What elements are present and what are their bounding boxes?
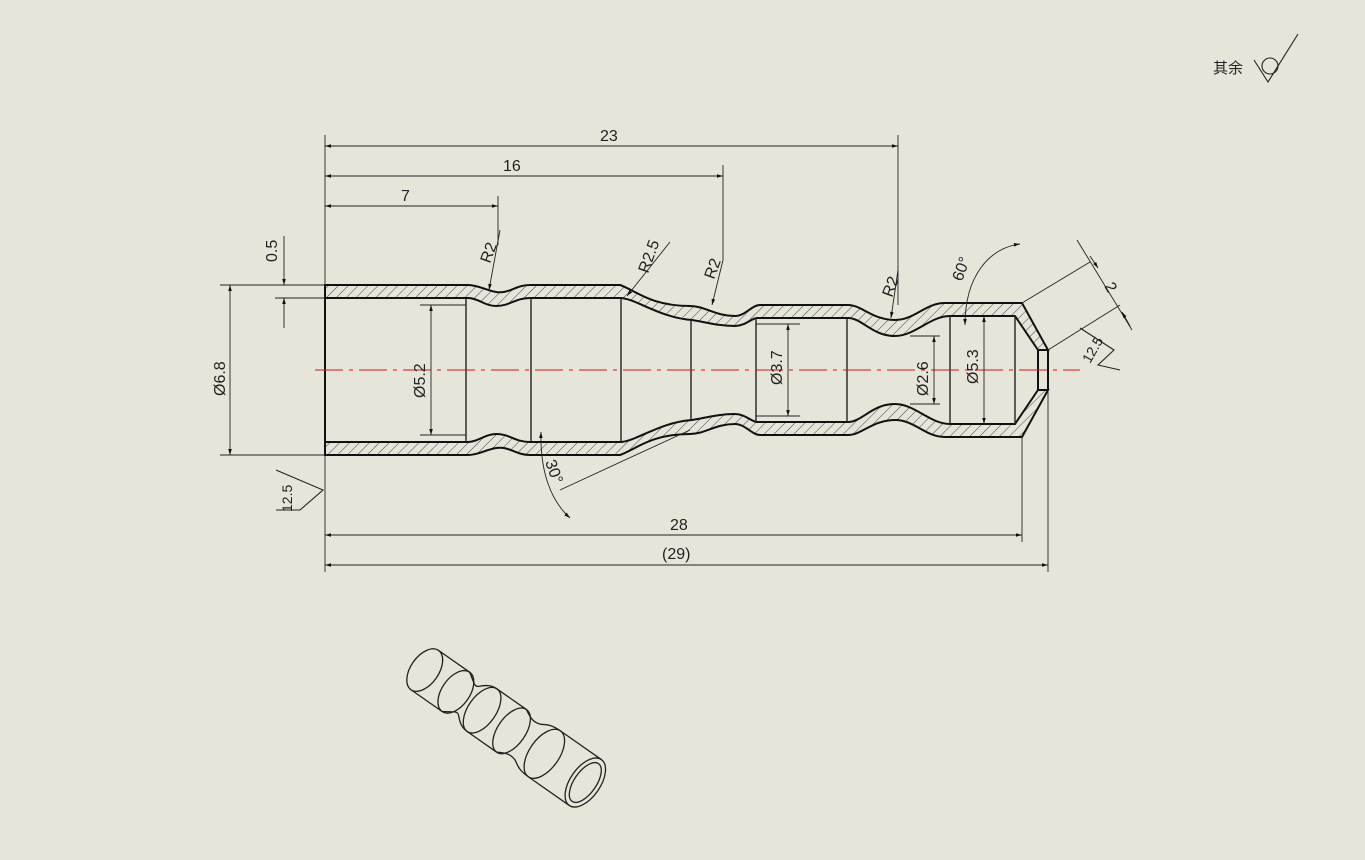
dimension-28-label: 28 — [670, 517, 688, 534]
radius-r2-first-label: R2 — [478, 240, 501, 265]
radius-r2-5-label: R2.5 — [636, 238, 664, 276]
angle-30-label: 30° — [541, 458, 565, 487]
radius-r2-third: R2 — [702, 256, 725, 306]
dimension-7: 7 — [325, 188, 499, 245]
dimension-wall-label: 0.5 — [264, 240, 281, 262]
isometric-view — [406, 648, 607, 808]
surface-finish-note: 其余 — [1213, 33, 1299, 84]
radius-r2-fourth: R2 — [880, 269, 903, 319]
dimension-id-large: Ø5.2 — [412, 304, 466, 436]
dimension-od: Ø6.8 — [212, 284, 325, 456]
dimension-7-label: 7 — [401, 188, 410, 205]
dimension-id-neck-label: Ø2.6 — [915, 361, 932, 396]
dimension-29: (29) — [325, 390, 1049, 572]
radius-r2-first: R2 — [478, 229, 501, 291]
surface-finish-symbol — [1253, 33, 1299, 84]
dimension-23-label: 23 — [600, 128, 618, 145]
dimension-id-end-label: Ø5.3 — [965, 349, 982, 384]
dimension-16-label: 16 — [503, 158, 521, 175]
dimension-od-label: Ø6.8 — [212, 361, 229, 396]
radius-r2-third-label: R2 — [702, 256, 725, 281]
dimension-29-label: (29) — [662, 546, 690, 563]
angle-60-label: 60° — [950, 255, 974, 284]
roughness-left: 12.5 — [275, 469, 325, 512]
radius-r2-fourth-label: R2 — [880, 274, 903, 299]
section-wall-upper — [324, 284, 1050, 351]
radius-r2-5: R2.5 — [626, 238, 671, 297]
dimension-id-neck: Ø2.6 — [910, 335, 940, 405]
dimension-28: 28 — [324, 437, 1023, 572]
dimension-23: 23 — [324, 128, 899, 305]
dimension-tip-label: 2 — [1101, 280, 1120, 296]
dimension-id-mid: Ø3.7 — [756, 323, 800, 417]
dimension-wall: 0.5 — [264, 236, 325, 328]
roughness-right: 12.5 — [1079, 327, 1121, 371]
dimension-16: 16 — [325, 158, 724, 260]
surface-note-label: 其余 — [1213, 59, 1243, 77]
dimension-id-end: Ø5.3 — [965, 316, 986, 424]
dimension-id-mid-label: Ø3.7 — [769, 350, 786, 385]
section-wall-lower — [324, 389, 1050, 456]
dimension-id-large-label: Ø5.2 — [412, 363, 429, 398]
roughness-left-label: 12.5 — [279, 485, 295, 512]
